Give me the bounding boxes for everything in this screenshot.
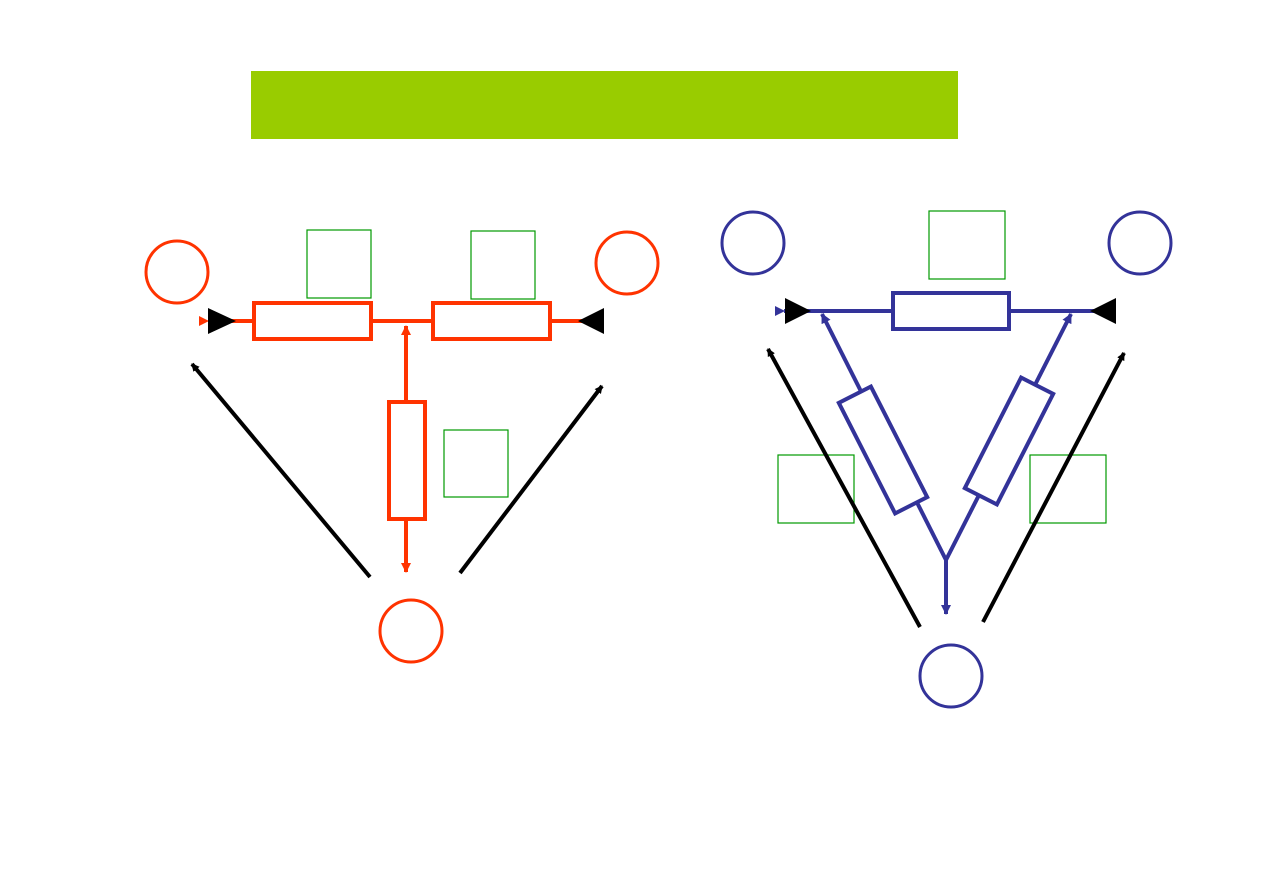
delta-label-box-2: [777, 454, 855, 524]
star-voltage-arrow-left: [190, 362, 372, 579]
star-network: [144, 230, 660, 664]
star-voltage-arrow-right: [458, 384, 604, 575]
delta-node-3: [918, 643, 984, 709]
delta-node-1: [720, 210, 786, 276]
delta-terminal-arrow-right: [1090, 298, 1116, 324]
delta-network: [720, 210, 1173, 709]
star-terminal-arrow-left: [208, 308, 236, 334]
star-resistor-1: [252, 301, 373, 341]
delta-node-2: [1107, 210, 1173, 276]
star-node-1: [144, 239, 210, 305]
delta-voltage-arrow-left: [766, 348, 922, 628]
delta-resistor-2: [836, 383, 930, 517]
star-label-box-2: [470, 230, 536, 300]
delta-resistor-1: [891, 291, 1011, 331]
star-node-2: [594, 230, 660, 296]
star-node-3: [378, 598, 444, 664]
delta-terminal-arrow-left: [785, 298, 811, 324]
star-label-box-1: [306, 229, 372, 299]
title-bar: [251, 71, 958, 139]
star-resistor-3: [387, 400, 427, 521]
star-label-box-3: [443, 429, 509, 498]
delta-label-box-1: [928, 210, 1006, 280]
delta-label-box-3: [1029, 454, 1107, 524]
delta-resistor-3: [962, 374, 1056, 508]
delta-voltage-arrow-right: [981, 352, 1126, 623]
star-terminal-arrow-right: [578, 308, 604, 334]
star-resistor-2: [431, 301, 552, 341]
